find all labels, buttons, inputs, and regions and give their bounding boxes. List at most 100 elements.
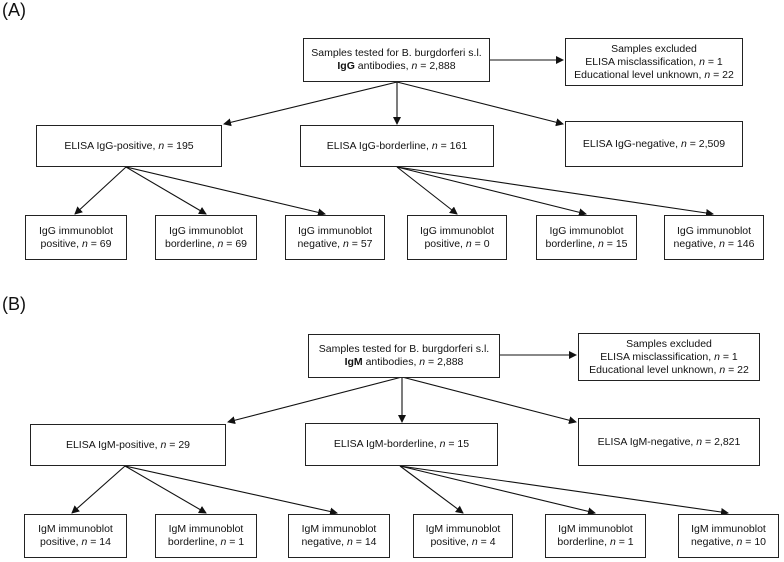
immunoblot-box: IgM immunoblot negative, n = 14 [288,514,390,558]
arrow-border-to-blot5-b [399,465,596,516]
arrow-root-to-elisa-neg [396,81,564,127]
blot-result: negative, [690,536,737,548]
blot-title: IgG immunoblot [549,224,624,237]
blot-result: borderline, [557,536,610,548]
arrow-pos-to-blot1-b [71,465,126,514]
n-symbol: n [411,60,418,72]
elisa-borderline-box-igg: ELISA IgG-borderline, n = 161 [300,125,494,167]
elisa-pos-count: = 29 [166,438,191,451]
excluded-count2: = 22 [710,68,734,81]
blot-result: negative, [297,237,344,250]
immunoblot-box: IgG immunoblot positive, n = 0 [407,215,507,260]
panel-a-label: (A) [2,0,26,20]
blot-count: = 1 [226,536,245,548]
root-count: = 2,888 [417,60,456,72]
immunoblot-box: IgM immunoblot borderline, n = 1 [545,514,646,558]
root-box-igg: Samples tested for B. burgdorferi s.l. I… [303,38,490,82]
arrow-pos-to-blot1 [74,166,127,215]
excluded-reason1: ELISA misclassification, [600,350,715,363]
elisa-pos-label: ELISA IgG-positive, [64,139,159,152]
root-line2a: antibodies, [354,60,412,72]
root-line1: Samples tested for B. burgdorferi s.l. [318,343,490,355]
n-symbol: n [217,237,224,250]
blot-title: IgG immunoblot [676,224,752,237]
elisa-borderline-box-igm: ELISA IgM-borderline, n = 15 [305,423,498,466]
n-symbol: n [719,363,726,376]
elisa-negative-box-igm: ELISA IgM-negative, n = 2,821 [578,418,760,466]
excluded-box-igg: Samples excluded ELISA misclassification… [565,38,743,86]
n-symbol: n [220,536,227,548]
n-symbol: n [347,536,353,548]
elisa-neg-label: ELISA IgG-negative, [582,137,681,150]
n-symbol: n [158,139,165,152]
blot-result: positive, [430,536,472,548]
elisa-border-count: = 15 [445,438,470,450]
n-symbol: n [696,435,703,448]
excluded-reason2: Educational level unknown, [574,68,705,81]
blot-title: IgG immunoblot [38,224,114,237]
n-symbol: n [160,438,167,451]
arrow-border-to-blot4-b [399,465,464,514]
elisa-neg-label: ELISA IgM-negative, [597,435,697,448]
n-symbol: n [609,536,616,548]
elisa-negative-box-igg: ELISA IgG-negative, n = 2,509 [565,121,743,167]
immunoblot-box: IgM immunoblot positive, n = 4 [413,514,513,558]
n-symbol: n [81,237,88,250]
blot-count: = 14 [352,536,377,548]
root-antibody: IgG [337,60,355,72]
blot-count: = 10 [742,536,767,548]
blot-result: positive, [40,237,82,250]
excluded-box-igm: Samples excluded ELISA misclassification… [578,333,760,381]
immunoblot-box: IgG immunoblot positive, n = 69 [25,215,127,260]
excluded-title: Samples excluded [611,42,697,55]
n-symbol: n [699,55,705,68]
blot-count: = 69 [87,237,112,250]
arrow-pos-to-blot2 [125,166,207,215]
blot-count: = 1 [615,536,634,548]
elisa-positive-box-igm: ELISA IgM-positive, n = 29 [30,424,226,466]
arrow-border-to-blot5 [396,166,587,217]
blot-count: = 69 [223,237,248,250]
elisa-positive-box-igg: ELISA IgG-positive, n = 195 [36,125,222,167]
arrow-border-to-blot6 [396,166,714,217]
blot-count: = 4 [477,536,496,548]
arrow-root-to-elisa-pos [223,81,398,127]
n-symbol: n [419,356,426,368]
blot-title: IgG immunoblot [297,224,373,237]
root-line1: Samples tested for B. burgdorferi s.l. [311,47,482,59]
immunoblot-box: IgG immunoblot borderline, n = 69 [155,215,257,260]
excluded-count1: = 1 [719,350,738,363]
excluded-reason1: ELISA misclassification, [585,55,700,68]
n-symbol: n [81,536,88,548]
blot-result: negative, [673,237,720,250]
immunoblot-box: IgM immunoblot positive, n = 14 [24,514,127,558]
n-symbol: n [719,237,725,250]
blot-result: positive, [424,237,466,250]
immunoblot-box: IgG immunoblot negative, n = 57 [285,215,385,260]
blot-result: borderline, [545,237,599,250]
n-symbol: n [598,237,604,250]
elisa-neg-count: = 2,509 [686,137,726,150]
blot-count: = 0 [471,237,490,250]
root-line2a: antibodies, [362,356,420,368]
panel-b-label: (B) [2,294,26,314]
elisa-border-label: ELISA IgM-borderline, [333,438,440,450]
excluded-title: Samples excluded [626,337,712,350]
immunoblot-box: IgG immunoblot borderline, n = 15 [536,215,637,260]
blot-count: = 146 [724,237,755,250]
blot-result: borderline, [164,237,218,250]
n-symbol: n [680,137,687,150]
blot-title: IgG immunoblot [168,224,244,237]
blot-title: IgG immunoblot [419,224,495,237]
n-symbol: n [704,68,711,81]
root-count: = 2,888 [425,356,464,368]
elisa-neg-count: = 2,821 [702,435,741,448]
root-antibody: IgM [344,356,363,368]
blot-count: = 14 [87,536,111,548]
root-box-igm: Samples tested for B. burgdorferi s.l. I… [308,334,500,378]
elisa-border-label: ELISA IgG-borderline, [326,139,432,152]
blot-title: IgM immunoblot [168,523,244,535]
n-symbol: n [465,237,472,250]
immunoblot-box: IgG immunoblot negative, n = 146 [664,215,764,260]
